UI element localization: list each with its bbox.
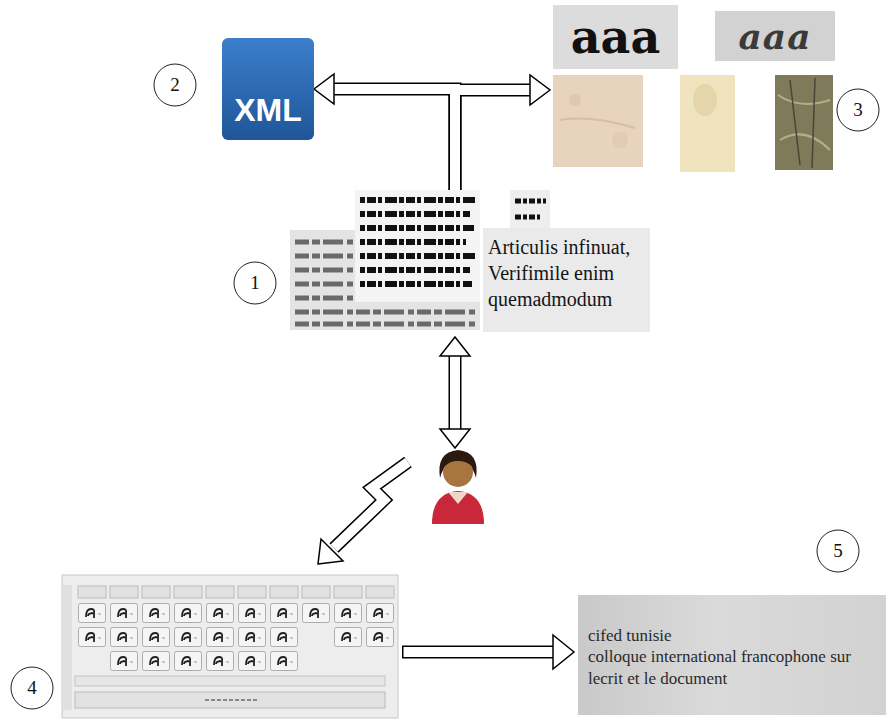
double-arrow <box>440 337 470 448</box>
connector-outline <box>332 89 532 190</box>
connector <box>455 90 532 190</box>
paper-textures <box>553 75 833 172</box>
zigzag-arrow <box>318 462 408 564</box>
arrowhead <box>314 74 334 104</box>
callout-number: 2 <box>155 65 195 105</box>
callout-number: 4 <box>12 668 52 708</box>
xml-icon: XML <box>222 38 314 140</box>
person-icon <box>432 450 484 524</box>
document-text: Articulis infinuat, Verifimile enim quem… <box>488 234 646 312</box>
connector-fill <box>332 89 532 190</box>
virtual-keyboard <box>62 575 398 718</box>
output-line: lecrit et le document <box>588 668 880 690</box>
callout-number: 5 <box>818 531 858 571</box>
document-image: Articulis infinuat, Verifimile enim quem… <box>290 190 650 332</box>
callout-number: 1 <box>235 263 275 303</box>
arrowheads <box>314 74 550 105</box>
glyph-sample: aaa <box>553 5 678 69</box>
document-fragments <box>290 190 650 332</box>
connector-inner <box>332 89 455 190</box>
connector-inner <box>455 90 532 190</box>
output-line: colloque international francophone sur <box>588 646 880 668</box>
output-arrow <box>402 635 574 669</box>
output-line: cifed tunisie <box>588 625 880 647</box>
callout-number: 3 <box>838 90 878 130</box>
connector <box>332 89 455 190</box>
glyph-sample: aaa <box>715 11 835 61</box>
icon-label: XML <box>222 90 314 130</box>
arrowhead <box>530 75 550 105</box>
glyph-texture-samples: aaaaaa <box>550 5 835 175</box>
output-text-image: cifed tunisiecolloque international fran… <box>578 595 886 715</box>
glyph-samples <box>553 5 835 69</box>
